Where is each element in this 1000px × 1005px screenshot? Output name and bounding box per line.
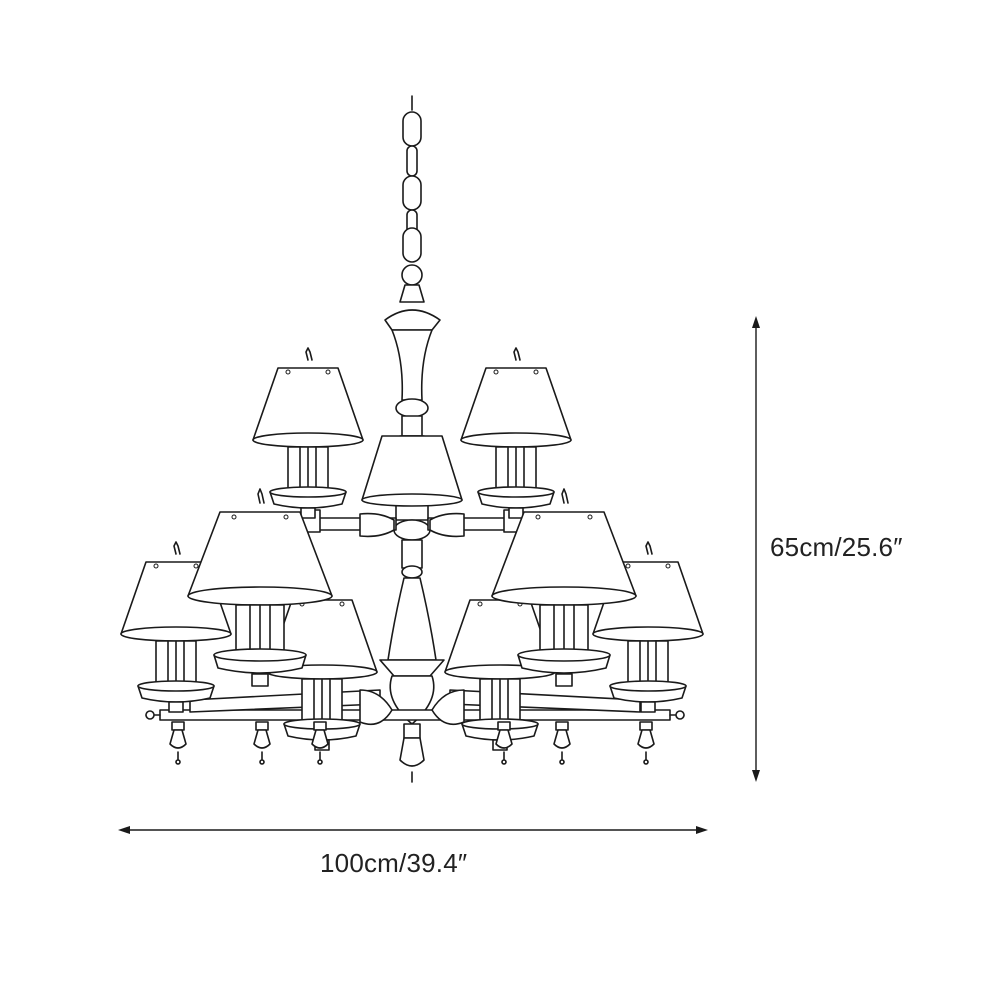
width-dimension-label: 100cm/39.4″ — [320, 848, 468, 878]
width-dimension-arrow — [118, 826, 708, 834]
upper-lamp-left — [252, 347, 364, 519]
height-dimension-arrow — [752, 316, 760, 782]
height-dimension-label: 65cm/25.6″ — [770, 532, 903, 562]
center-lamp — [361, 435, 463, 507]
upper-lamp-right — [460, 347, 572, 519]
hanging-chain — [401, 95, 423, 286]
